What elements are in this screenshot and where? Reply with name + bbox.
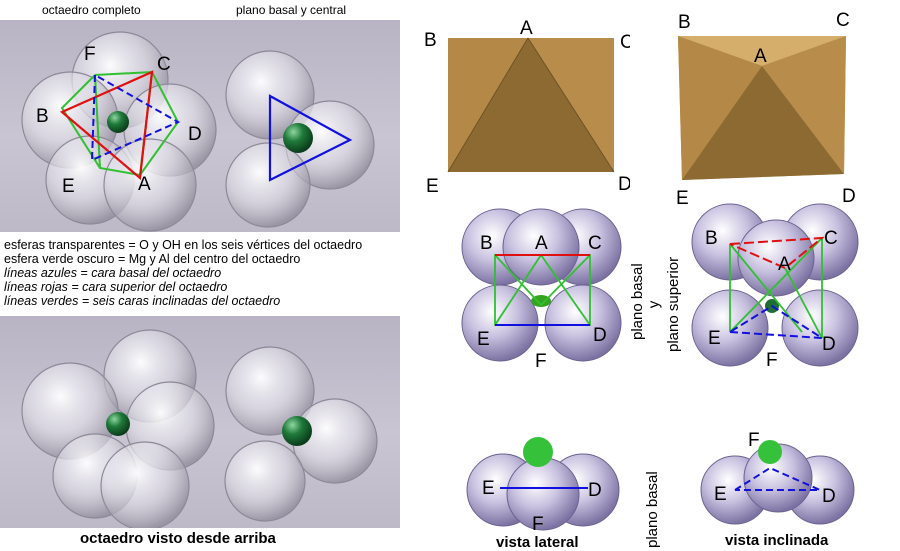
vertex-F-p1: F bbox=[535, 351, 547, 370]
basal-plane-top-view: B A C E D F bbox=[461, 208, 622, 370]
caption-vista-inclinada: vista inclinada bbox=[725, 532, 829, 549]
legend-line-4: líneas rojas = cara superior del octaedr… bbox=[4, 280, 228, 294]
glass-spheres-above-right bbox=[224, 346, 378, 522]
vertex-A-incl: A bbox=[754, 46, 767, 67]
gold-octahedron-inclined: B C A E D bbox=[676, 10, 856, 209]
gold-face-right-inclined bbox=[762, 36, 846, 174]
center-sphere-above bbox=[106, 412, 130, 436]
caption-plano-basal-central: plano basal y central bbox=[236, 3, 347, 17]
center-sphere-4 bbox=[758, 440, 782, 464]
photo-octahedron-above bbox=[0, 316, 400, 528]
legend-line-5: líneas verdes = seis caras inclinadas de… bbox=[4, 294, 281, 308]
vertex-C-gold: C bbox=[620, 32, 630, 53]
vertex-E-gold: E bbox=[426, 176, 439, 196]
lavender-spheres-1 bbox=[461, 208, 622, 362]
vertical-plano-superior: plano superior bbox=[665, 256, 682, 352]
vertex-B-p1: B bbox=[480, 233, 493, 254]
lavender-spheres-3 bbox=[466, 453, 620, 531]
gold-face-front-inclined bbox=[682, 66, 844, 180]
legend: esferas transparentes = O y OH en los se… bbox=[4, 238, 362, 308]
vertex-B-gold: B bbox=[424, 30, 437, 51]
vertex-F-p3: F bbox=[532, 514, 544, 532]
vertex-C: C bbox=[157, 54, 171, 75]
caption-vista-lateral: vista lateral bbox=[496, 534, 579, 551]
vertex-D: D bbox=[188, 124, 202, 145]
vertex-E-p1: E bbox=[477, 329, 490, 350]
vertex-D-incl: D bbox=[842, 186, 856, 207]
vertex-D-p1: D bbox=[593, 325, 607, 346]
vertex-B-p2: B bbox=[705, 228, 718, 249]
vertex-D-p4: D bbox=[822, 486, 836, 507]
center-sphere bbox=[107, 111, 129, 133]
green-lines-2 bbox=[729, 237, 823, 339]
caption-octaedro-completo: octaedro completo bbox=[42, 3, 141, 17]
center-sphere-right bbox=[283, 123, 313, 153]
gold-face-front bbox=[448, 38, 614, 172]
vertex-C-p1: C bbox=[588, 233, 602, 254]
legend-line-1: esferas transparentes = O y OH en los se… bbox=[4, 238, 363, 252]
vertex-F-p4: F bbox=[748, 430, 760, 451]
vertex-C-p2: C bbox=[824, 228, 838, 249]
red-triangle bbox=[59, 70, 154, 181]
center-sphere-above-right bbox=[282, 416, 312, 446]
vertex-F: F bbox=[84, 44, 96, 65]
blue-triangle-right bbox=[268, 94, 353, 182]
vertical-plano-basal-1: plano basal bbox=[629, 263, 646, 340]
legend-line-3: líneas azules = cara basal del octaedro bbox=[4, 266, 222, 280]
vertex-A-p2: A bbox=[778, 254, 791, 275]
vertex-C-incl: C bbox=[836, 10, 850, 31]
lateral-view: E D F bbox=[466, 437, 620, 532]
vertex-A-p1: A bbox=[535, 233, 548, 254]
vertical-y: y bbox=[645, 300, 663, 309]
center-sphere-1 bbox=[531, 295, 551, 307]
superior-plane-view: B C A E D F bbox=[691, 203, 859, 371]
vertex-E: E bbox=[62, 176, 75, 197]
vertex-B: B bbox=[36, 106, 49, 127]
vertex-F-p2: F bbox=[766, 350, 778, 371]
vertex-A: A bbox=[138, 174, 151, 195]
vertex-D-p3: D bbox=[588, 480, 602, 501]
vertex-D-p2: D bbox=[822, 334, 836, 355]
vertex-A-gold: A bbox=[520, 18, 533, 39]
photo-octahedron-top: F C B D E A bbox=[0, 20, 400, 232]
center-sphere-3 bbox=[523, 437, 553, 467]
lavender-spheres-4 bbox=[700, 443, 855, 525]
vertex-D-gold: D bbox=[618, 174, 630, 195]
vertex-E-p2: E bbox=[708, 328, 721, 349]
gold-octahedron-front: B A C E D bbox=[424, 18, 630, 196]
gold-face-top bbox=[678, 36, 846, 66]
vertex-E-incl: E bbox=[676, 188, 689, 209]
blue-dashed-lines bbox=[90, 74, 181, 162]
caption-visto-desde-arriba: octaedro visto desde arriba bbox=[80, 530, 276, 547]
vertex-E-p3: E bbox=[482, 478, 495, 499]
gold-face-left-inclined bbox=[678, 36, 762, 180]
vertex-B-incl: B bbox=[678, 12, 691, 33]
inclined-view: F E D bbox=[700, 430, 855, 525]
vertex-E-p4: E bbox=[714, 484, 727, 505]
legend-line-2: esfera verde oscuro = Mg y Al del centro… bbox=[4, 252, 301, 266]
vertical-plano-basal-2: plano basal bbox=[644, 471, 661, 548]
glass-spheres-right bbox=[225, 50, 375, 228]
glass-spheres-above bbox=[21, 329, 215, 528]
